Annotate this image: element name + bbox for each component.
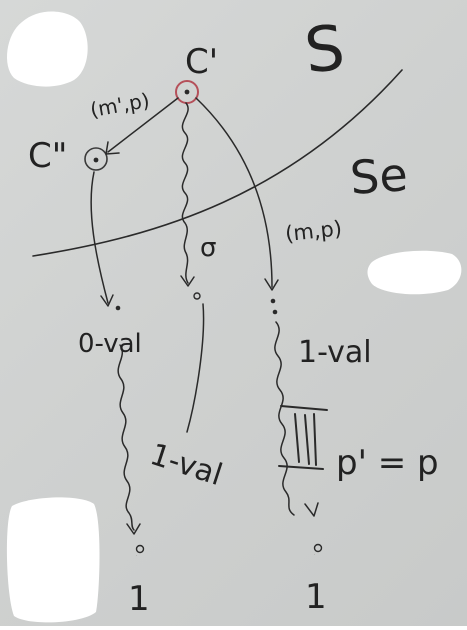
label-set-se: Se <box>348 147 409 205</box>
label-zero-val: 0-val <box>78 329 142 359</box>
c-prime-dot <box>184 89 190 95</box>
edge-c-double-prime-to-left-node <box>90 171 109 304</box>
edge-c-prime-to-right-node <box>195 97 273 288</box>
middle-node-hollow <box>193 292 201 300</box>
leaf-left-one: 1 <box>128 579 150 619</box>
leaf-left-hollow <box>135 544 145 554</box>
arrowhead-left-leaf <box>126 523 141 535</box>
leaf-right-one: 1 <box>305 577 327 617</box>
edge-left-wavy-descent <box>117 344 135 531</box>
bottom-strip <box>0 626 467 630</box>
arrowhead-middle-node <box>180 275 195 287</box>
edge-right-wavy-descent <box>274 321 295 516</box>
label-crash-condition: p' = p <box>336 443 439 483</box>
arrowhead-left-node <box>100 294 114 307</box>
label-one-val-right: 1-val <box>298 335 372 370</box>
c-double-prime-node <box>84 147 108 171</box>
arrowhead-right-leaf <box>304 502 319 517</box>
leaf-middle-zero: 0 <box>194 298 195 300</box>
label-c-double-prime: C" <box>28 136 67 176</box>
label-one-val-middle: 1-val <box>146 437 227 493</box>
arrowhead-c-double-prime <box>105 141 120 155</box>
label-set-s: S <box>301 11 348 88</box>
redaction-top-left <box>7 11 88 87</box>
left-node-dot <box>115 305 121 311</box>
label-msg-m-prime-p: (m',p) <box>88 88 151 122</box>
c-double-prime-dot <box>93 157 99 163</box>
edge-middle-to-one-val <box>186 303 205 433</box>
label-msg-m-p: (m,p) <box>284 216 343 246</box>
label-sigma: σ <box>200 233 216 263</box>
redaction-right <box>367 250 462 295</box>
c-prime-node <box>175 80 199 104</box>
label-c-prime: C' <box>185 42 218 82</box>
leaf-right-zero: 0 <box>314 554 315 556</box>
set-boundary-curve <box>32 69 403 257</box>
arrowhead-right-node <box>264 278 279 291</box>
leaf-right-hollow <box>313 543 323 553</box>
crash-marker <box>278 405 328 470</box>
right-node-dot <box>270 298 276 304</box>
right-node-dot-2 <box>272 309 278 315</box>
edge-c-prime-to-c-double-prime <box>107 97 179 153</box>
redaction-bottom-left <box>6 497 100 623</box>
edge-sigma-wavy <box>181 102 189 284</box>
leaf-left-zero: 0 <box>136 555 137 557</box>
